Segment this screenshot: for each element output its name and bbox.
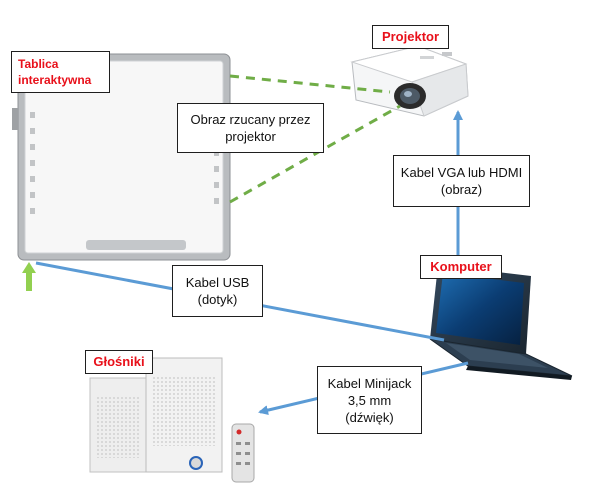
- label-projector: Projektor: [372, 25, 449, 49]
- label-interactive-whiteboard: Tablica interaktywna: [11, 51, 110, 93]
- remote-control: [231, 423, 255, 483]
- label-speakers: Głośniki: [85, 350, 153, 374]
- note-usb: Kabel USB (dotyk): [172, 265, 263, 317]
- note-vga-hdmi: Kabel VGA lub HDMI (obraz): [393, 155, 530, 207]
- projection-beam-bottom: [229, 104, 401, 204]
- pen-tray: [86, 240, 186, 250]
- label-computer: Komputer: [420, 255, 502, 279]
- laptop-image: [429, 265, 573, 380]
- note-projection: Obraz rzucany przez projektor: [177, 103, 324, 153]
- speakers-image: [89, 357, 255, 483]
- up-arrow-icon: [22, 262, 36, 291]
- projector-image: [350, 45, 469, 117]
- note-minijack: Kabel Minijack 3,5 mm (dźwięk): [317, 366, 422, 434]
- projection-beam-top: [229, 74, 391, 94]
- board-side-tab: [12, 108, 18, 130]
